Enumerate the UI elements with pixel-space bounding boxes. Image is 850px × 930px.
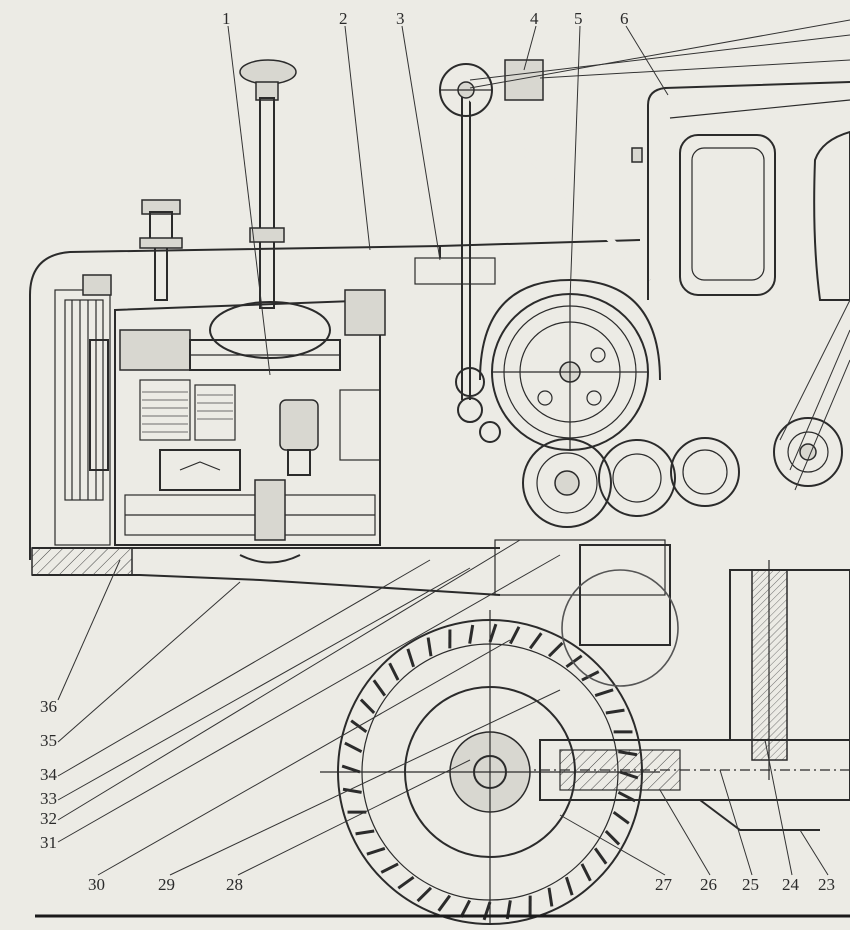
air-intake-pipe [139, 199, 183, 301]
tire-tread-lug [397, 875, 415, 890]
callout-label: 36 [40, 697, 57, 716]
cab-housing [631, 81, 850, 301]
tire-tread-lug [372, 679, 387, 697]
tire-tread-lug [528, 632, 543, 650]
tire-tread-lug [593, 847, 608, 865]
tire-tread-lug [580, 863, 592, 882]
callout-label: 6 [620, 9, 629, 28]
gear-train [455, 367, 843, 646]
tire-tread-lug [341, 764, 361, 774]
tire-tread-lug [426, 637, 433, 657]
radiator [54, 274, 112, 546]
callout-label: 30 [88, 875, 105, 894]
callout-label: 2 [339, 9, 348, 28]
tire-tread-lug [459, 899, 471, 918]
tire-tread-lug [547, 887, 554, 907]
tire-tread-lug [488, 623, 498, 643]
exhaust-pipe [239, 59, 297, 309]
front-wheel [320, 610, 660, 925]
callout-label: 26 [700, 875, 717, 894]
tire-tread-lug [565, 654, 583, 669]
callout-label: 24 [782, 875, 800, 894]
tire-tread-lug [564, 876, 574, 896]
tire-tread-lug [468, 624, 475, 644]
callout-numbers: 1 2 3 4 5 6 36 35 34 33 32 31 30 29 28 2… [40, 9, 835, 894]
leader-lines [57, 19, 850, 876]
callout-label: 5 [574, 9, 583, 28]
callout-label: 32 [40, 809, 57, 828]
tire-tread-lug [594, 688, 614, 698]
tire-tread-lug [619, 770, 639, 780]
tire-tread-lug [547, 641, 564, 658]
callout-label: 33 [40, 789, 57, 808]
tire-tread-lug [618, 750, 638, 757]
tire-tread-lug [416, 886, 433, 903]
callout-label: 34 [40, 765, 58, 784]
tire-tread-lug [359, 698, 376, 715]
tire-tread-lug [366, 846, 386, 856]
callout-label: 27 [655, 875, 673, 894]
engine-block [114, 289, 386, 564]
steering-column [414, 59, 653, 400]
tire-tread-lug [617, 791, 636, 803]
tire-tread-lug [344, 741, 363, 753]
tire-tread-lug [355, 829, 375, 836]
tire-tread-lug [342, 787, 362, 794]
hood-outline [29, 239, 641, 596]
detail-circle [561, 569, 679, 687]
callout-label: 25 [742, 875, 759, 894]
callout-label: 29 [158, 875, 175, 894]
tire-tread-lug [605, 708, 625, 715]
callout-label: 3 [396, 9, 405, 28]
tire-tread-lug [509, 626, 521, 645]
tire-tread-lug [388, 662, 400, 681]
callout-label: 28 [226, 875, 243, 894]
callout-label: 31 [40, 833, 57, 852]
tire-tread-lug [604, 829, 621, 846]
callout-label: 35 [40, 731, 57, 750]
callout-label: 4 [530, 9, 539, 28]
callout-label: 23 [818, 875, 835, 894]
tire-tread-lug [581, 670, 600, 682]
callout-label: 1 [222, 9, 231, 28]
tire-tread-lug [612, 810, 630, 825]
tire-tread-lug [406, 648, 416, 668]
tire-tread-lug [380, 862, 399, 874]
tire-tread-lug [437, 894, 452, 912]
